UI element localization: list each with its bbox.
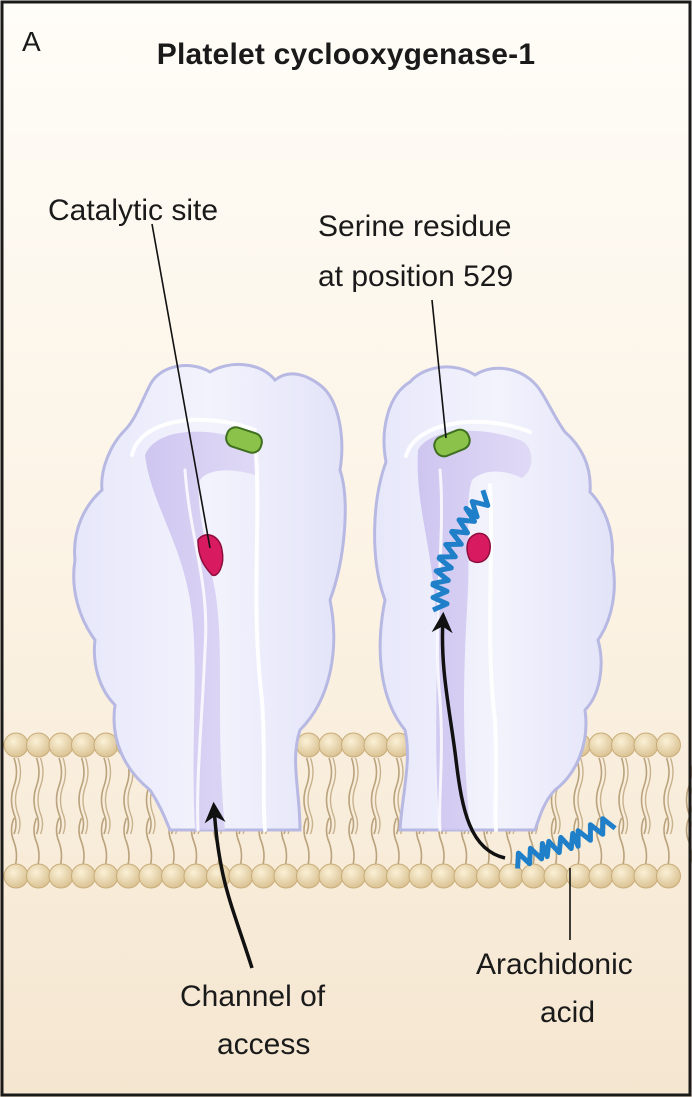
lipid-head-lower — [634, 864, 658, 888]
lipid-head-lower — [589, 864, 613, 888]
lipid-head-lower — [522, 864, 546, 888]
lipid-head-lower — [252, 864, 276, 888]
lipid-head-lower — [432, 864, 456, 888]
lipid-head-lower — [364, 864, 388, 888]
label-channel-line1: Channel of — [180, 982, 325, 1012]
lipid-head-lower — [184, 864, 208, 888]
lipid-head-lower — [612, 864, 636, 888]
lipid-head-lower — [27, 864, 51, 888]
label-serine-line2: at position 529 — [318, 262, 513, 292]
lipid-head-upper — [634, 733, 658, 757]
lipid-head-upper — [4, 733, 28, 757]
label-channel-line2: access — [217, 1030, 310, 1060]
lipid-head-lower — [229, 864, 253, 888]
lipid-head-upper — [657, 733, 681, 757]
lipid-head-lower — [274, 864, 298, 888]
lipid-head-lower — [72, 864, 96, 888]
lipid-head-upper — [612, 733, 636, 757]
lipid-head-lower — [477, 864, 501, 888]
label-arachidonic-line1: Arachidonic — [476, 950, 633, 980]
lipid-head-lower — [94, 864, 118, 888]
lipid-head-upper — [27, 733, 51, 757]
catalytic-site-right — [467, 533, 490, 562]
lipid-head-lower — [409, 864, 433, 888]
label-catalytic-site: Catalytic site — [48, 196, 218, 226]
lipid-head-upper — [319, 733, 343, 757]
lipid-head-lower — [387, 864, 411, 888]
label-arachidonic-line2: acid — [540, 998, 595, 1028]
lipid-head-lower — [49, 864, 73, 888]
lipid-head-upper — [342, 733, 366, 757]
lipid-head-lower — [162, 864, 186, 888]
lipid-head-upper — [364, 733, 388, 757]
label-serine-line1: Serine residue — [318, 212, 511, 242]
lipid-head-lower — [454, 864, 478, 888]
lipid-head-lower — [319, 864, 343, 888]
lipid-head-upper — [297, 733, 321, 757]
lipid-head-upper — [49, 733, 73, 757]
lipid-head-lower — [117, 864, 141, 888]
figure-title: Platelet cyclooxygenase-1 — [0, 40, 692, 70]
lipid-head-upper — [589, 733, 613, 757]
lipid-head-lower — [657, 864, 681, 888]
lipid-head-upper — [72, 733, 96, 757]
lipid-head-lower — [544, 864, 568, 888]
lipid-head-lower — [342, 864, 366, 888]
lipid-head-lower — [139, 864, 163, 888]
lipid-head-lower — [4, 864, 28, 888]
lipid-head-lower — [297, 864, 321, 888]
